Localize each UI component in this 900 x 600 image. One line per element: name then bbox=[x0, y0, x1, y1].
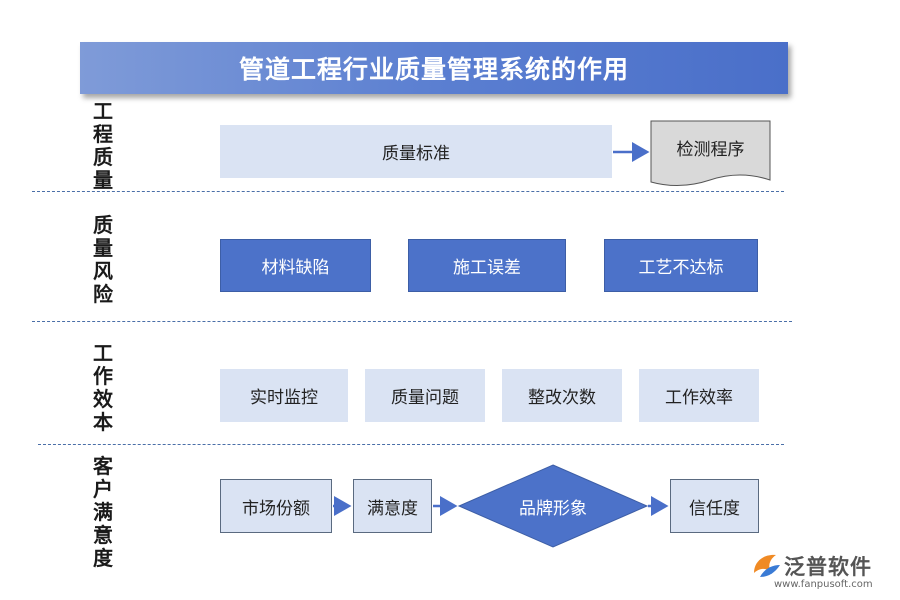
row-label-char: 客 bbox=[93, 454, 113, 478]
row-label-char: 工 bbox=[93, 99, 113, 123]
test-procedure-label: 检测程序 bbox=[676, 139, 745, 160]
page-title: 管道工程行业质量管理系统的作用 bbox=[80, 42, 788, 94]
row-divider bbox=[38, 444, 784, 445]
row-label-char: 效 bbox=[93, 387, 113, 411]
row-label-char: 量 bbox=[93, 236, 113, 260]
row-label-char: 险 bbox=[93, 282, 113, 306]
fanpu-logo-url: www.fanpusoft.com bbox=[774, 579, 873, 590]
row-label-char: 工 bbox=[93, 341, 113, 365]
row-label-char: 本 bbox=[93, 410, 113, 434]
row-label-char: 质 bbox=[93, 145, 113, 169]
efficiency-realtime-monitor-box: 实时监控 bbox=[220, 369, 348, 422]
efficiency-quality-issue-box: 质量问题 bbox=[365, 369, 485, 422]
row-label-char: 户 bbox=[93, 477, 113, 501]
row-label-quality-risk: 质 量 风 险 bbox=[88, 214, 118, 306]
row-label-char: 度 bbox=[93, 546, 113, 570]
efficiency-rectification-count-box: 整改次数 bbox=[502, 369, 622, 422]
satisfaction-market-share-box: 市场份额 bbox=[220, 479, 332, 533]
satisfaction-trust-box: 信任度 bbox=[670, 479, 759, 533]
quality-standard-box: 质量标准 bbox=[220, 125, 612, 178]
row-divider bbox=[32, 191, 784, 192]
row-label-char: 作 bbox=[93, 364, 113, 388]
efficiency-work-efficiency-box: 工作效率 bbox=[639, 369, 759, 422]
fanpu-logo: 泛普软件 www.fanpusoft.com bbox=[748, 549, 888, 595]
risk-material-defect-box: 材料缺陷 bbox=[220, 239, 371, 292]
row-label-char: 满 bbox=[93, 500, 113, 524]
satisfaction-satisfaction-box: 满意度 bbox=[353, 479, 432, 533]
row-label-char: 质 bbox=[93, 213, 113, 237]
row-label-engineering-quality: 工 程 质 量 bbox=[88, 100, 118, 192]
risk-process-substandard-box: 工艺不达标 bbox=[604, 239, 758, 292]
row-label-customer-satisfaction: 客 户 满 意 度 bbox=[88, 455, 118, 570]
row-label-char: 量 bbox=[93, 168, 113, 192]
test-procedure-document-shape bbox=[650, 120, 771, 186]
brand-image-label: 品牌形象 bbox=[519, 498, 587, 519]
row-label-char: 风 bbox=[93, 259, 113, 283]
row-label-char: 意 bbox=[93, 523, 113, 547]
row-label-work-efficiency: 工 作 效 本 bbox=[88, 342, 118, 434]
row-divider bbox=[32, 321, 792, 322]
row-label-char: 程 bbox=[93, 122, 113, 146]
fanpu-logo-name: 泛普软件 bbox=[784, 555, 872, 579]
risk-construction-error-box: 施工误差 bbox=[408, 239, 566, 292]
brand-image-diamond bbox=[457, 464, 649, 548]
fanpu-logo-icon bbox=[754, 554, 780, 577]
